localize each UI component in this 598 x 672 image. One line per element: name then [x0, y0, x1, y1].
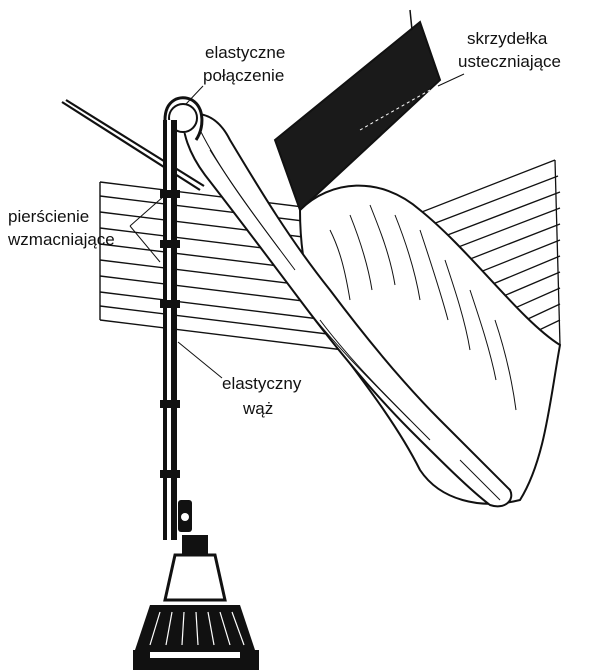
label-stabilizing-fins-line1: skrzydełka [467, 29, 548, 48]
ring-4 [160, 400, 180, 408]
ring-3 [160, 300, 180, 308]
stabilizing-fin [275, 10, 440, 210]
ring-2 [160, 240, 180, 248]
label-reinforcing-rings-line1: pierścienie [8, 207, 89, 226]
label-flexible-joint-line1: elastyczne [205, 43, 285, 62]
label-flexible-hose-line1: elastyczny [222, 374, 302, 393]
label-flexible-hose-line2: wąż [242, 399, 273, 418]
nozzle-head [133, 535, 259, 670]
label-stabilizing-fins-line2: usteczniające [458, 52, 561, 71]
ring-5 [160, 470, 180, 478]
label-flexible-joint-line2: połączenie [203, 66, 284, 85]
label-reinforcing-rings-line2: wzmacniające [7, 230, 115, 249]
